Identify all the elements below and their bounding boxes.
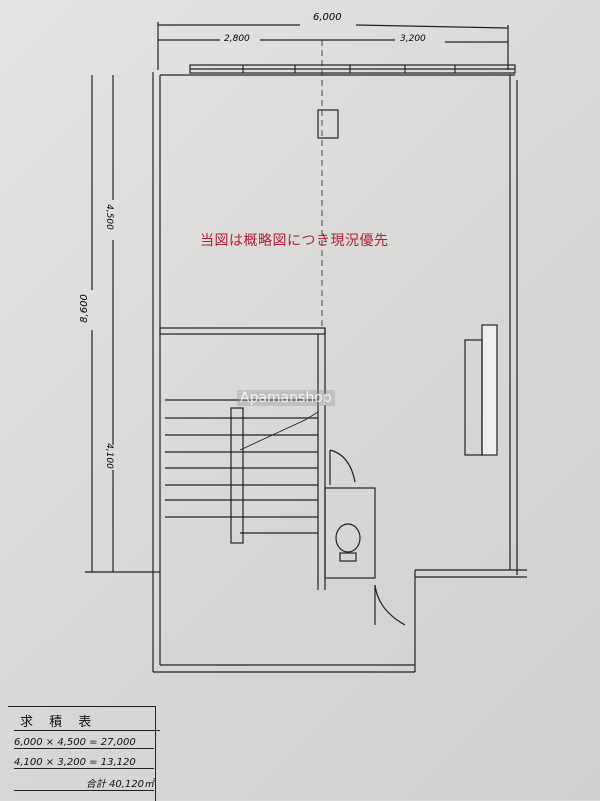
- area-table-row: 4,100 × 3,200 = 13,120: [14, 757, 154, 769]
- watermark: Apamanshop: [237, 390, 335, 406]
- dimension-lower-depth: 4,100: [103, 443, 114, 469]
- dimension-total-width: 6,000: [313, 12, 342, 23]
- area-table-row: 6,000 × 4,500 = 27,000: [14, 737, 154, 749]
- dimension-total-depth: 8,600: [78, 294, 90, 323]
- area-table-total: 合計 40,120㎡: [14, 775, 154, 791]
- disclaimer-note: 当図は概略図につき現況優先: [200, 233, 389, 249]
- dimension-right-width: 3,200: [400, 34, 426, 44]
- dimension-left-width: 2,800: [224, 34, 250, 44]
- dimension-upper-depth: 4,500: [103, 204, 114, 230]
- area-table-title: 求 積 表: [14, 711, 160, 731]
- area-table: 求 積 表 6,000 × 4,500 = 27,000 4,100 × 3,2…: [8, 706, 160, 801]
